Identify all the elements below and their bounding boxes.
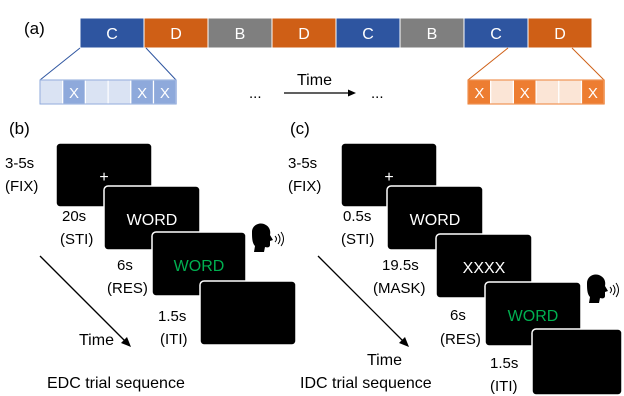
screen-fix-c-text: + [384,169,393,186]
trial-right-cell-4 [535,79,560,105]
trial-left-mark-6: X [160,85,170,102]
screen-iti-c [531,328,623,396]
trial-right-mark-6: X [588,85,598,102]
time-arrowhead-a [348,89,356,97]
screen-sti-b-text: WORD [127,212,178,229]
duration-iti-b: 1.5s [158,308,186,325]
zoom-line-right-1 [467,47,509,81]
block-label-5: C [362,26,374,43]
block-label-6: B [427,26,438,43]
zoom-line-left-1 [39,47,81,81]
block-label-7: C [490,26,502,43]
trial-left-cell-1 [39,79,64,105]
panel-b-label: (b) [9,119,30,138]
trial-left-border [39,79,177,105]
panel-c-label: (c) [290,119,310,138]
trial-right-border [467,79,605,105]
trial-left-mark-5: X [137,85,147,102]
phase-res-b: (RES) [107,280,148,297]
time-arrow-c [317,255,404,342]
screen-res-c-text: WORD [508,308,559,325]
duration-fix-c: 3-5s [288,155,317,172]
time-arrow-b [39,255,126,342]
phase-iti-b: (ITI) [160,331,188,348]
trial-left-mark-2: X [69,85,79,102]
screen-mask-c-text: XXXX [463,260,506,277]
time-label-b: Time [79,332,114,349]
block-c-7 [463,17,529,49]
phase-mask-c: (MASK) [373,280,426,297]
speaking-head-icon [252,223,284,252]
duration-res-c: 6s [450,307,466,324]
block-label-1: C [106,26,118,43]
time-arrowhead-b [121,337,131,347]
trial-right-cell-5 [558,79,583,105]
block-b-6 [399,17,465,49]
screen-sti-c-text: WORD [410,212,461,229]
phase-sti-b: (STI) [60,231,93,248]
block-d-2 [143,17,209,49]
panel-a-label: (a) [24,19,45,38]
block-label-3: B [235,26,246,43]
zoom-line-right-2 [571,47,605,81]
phase-iti-c: (ITI) [490,378,518,395]
block-d-8 [527,17,593,49]
duration-fix-b: 3-5s [5,155,34,172]
ellipsis-right: ... [371,85,384,102]
screen-res-b-text: WORD [174,258,225,275]
ellipsis-left: ... [249,85,262,102]
duration-sti-c: 0.5s [343,208,371,225]
block-c-5 [335,17,401,49]
screen-fix-b-text: + [99,169,108,186]
time-label-a: Time [297,72,332,89]
block-label-2: D [170,26,182,43]
trial-right-mark-3: X [520,85,530,102]
phase-fix-b: (FIX) [5,178,38,195]
block-label-8: D [554,26,566,43]
block-b-3 [207,17,273,49]
caption-c: IDC trial sequence [300,375,432,392]
time-arrowhead-c [399,337,409,347]
screen-iti-b [199,280,297,346]
duration-iti-c: 1.5s [490,355,518,372]
duration-res-b: 6s [117,257,133,274]
phase-res-c: (RES) [440,331,481,348]
screen-res-b [151,231,247,297]
trial-left-cell-4 [107,79,132,105]
caption-b: EDC trial sequence [47,375,185,392]
time-label-c: Time [367,352,402,369]
trial-right-cell-2 [490,79,515,105]
duration-sti-b: 20s [62,208,86,225]
speaking-head-icon [587,274,619,303]
phase-sti-c: (STI) [341,231,374,248]
zoom-line-left-2 [145,47,177,81]
trial-left-cell-3 [84,79,109,105]
duration-mask-c: 19.5s [382,257,419,274]
trial-right-mark-1: X [474,85,484,102]
block-label-4: D [298,26,310,43]
phase-fix-c: (FIX) [288,178,321,195]
block-c-1 [79,17,145,49]
